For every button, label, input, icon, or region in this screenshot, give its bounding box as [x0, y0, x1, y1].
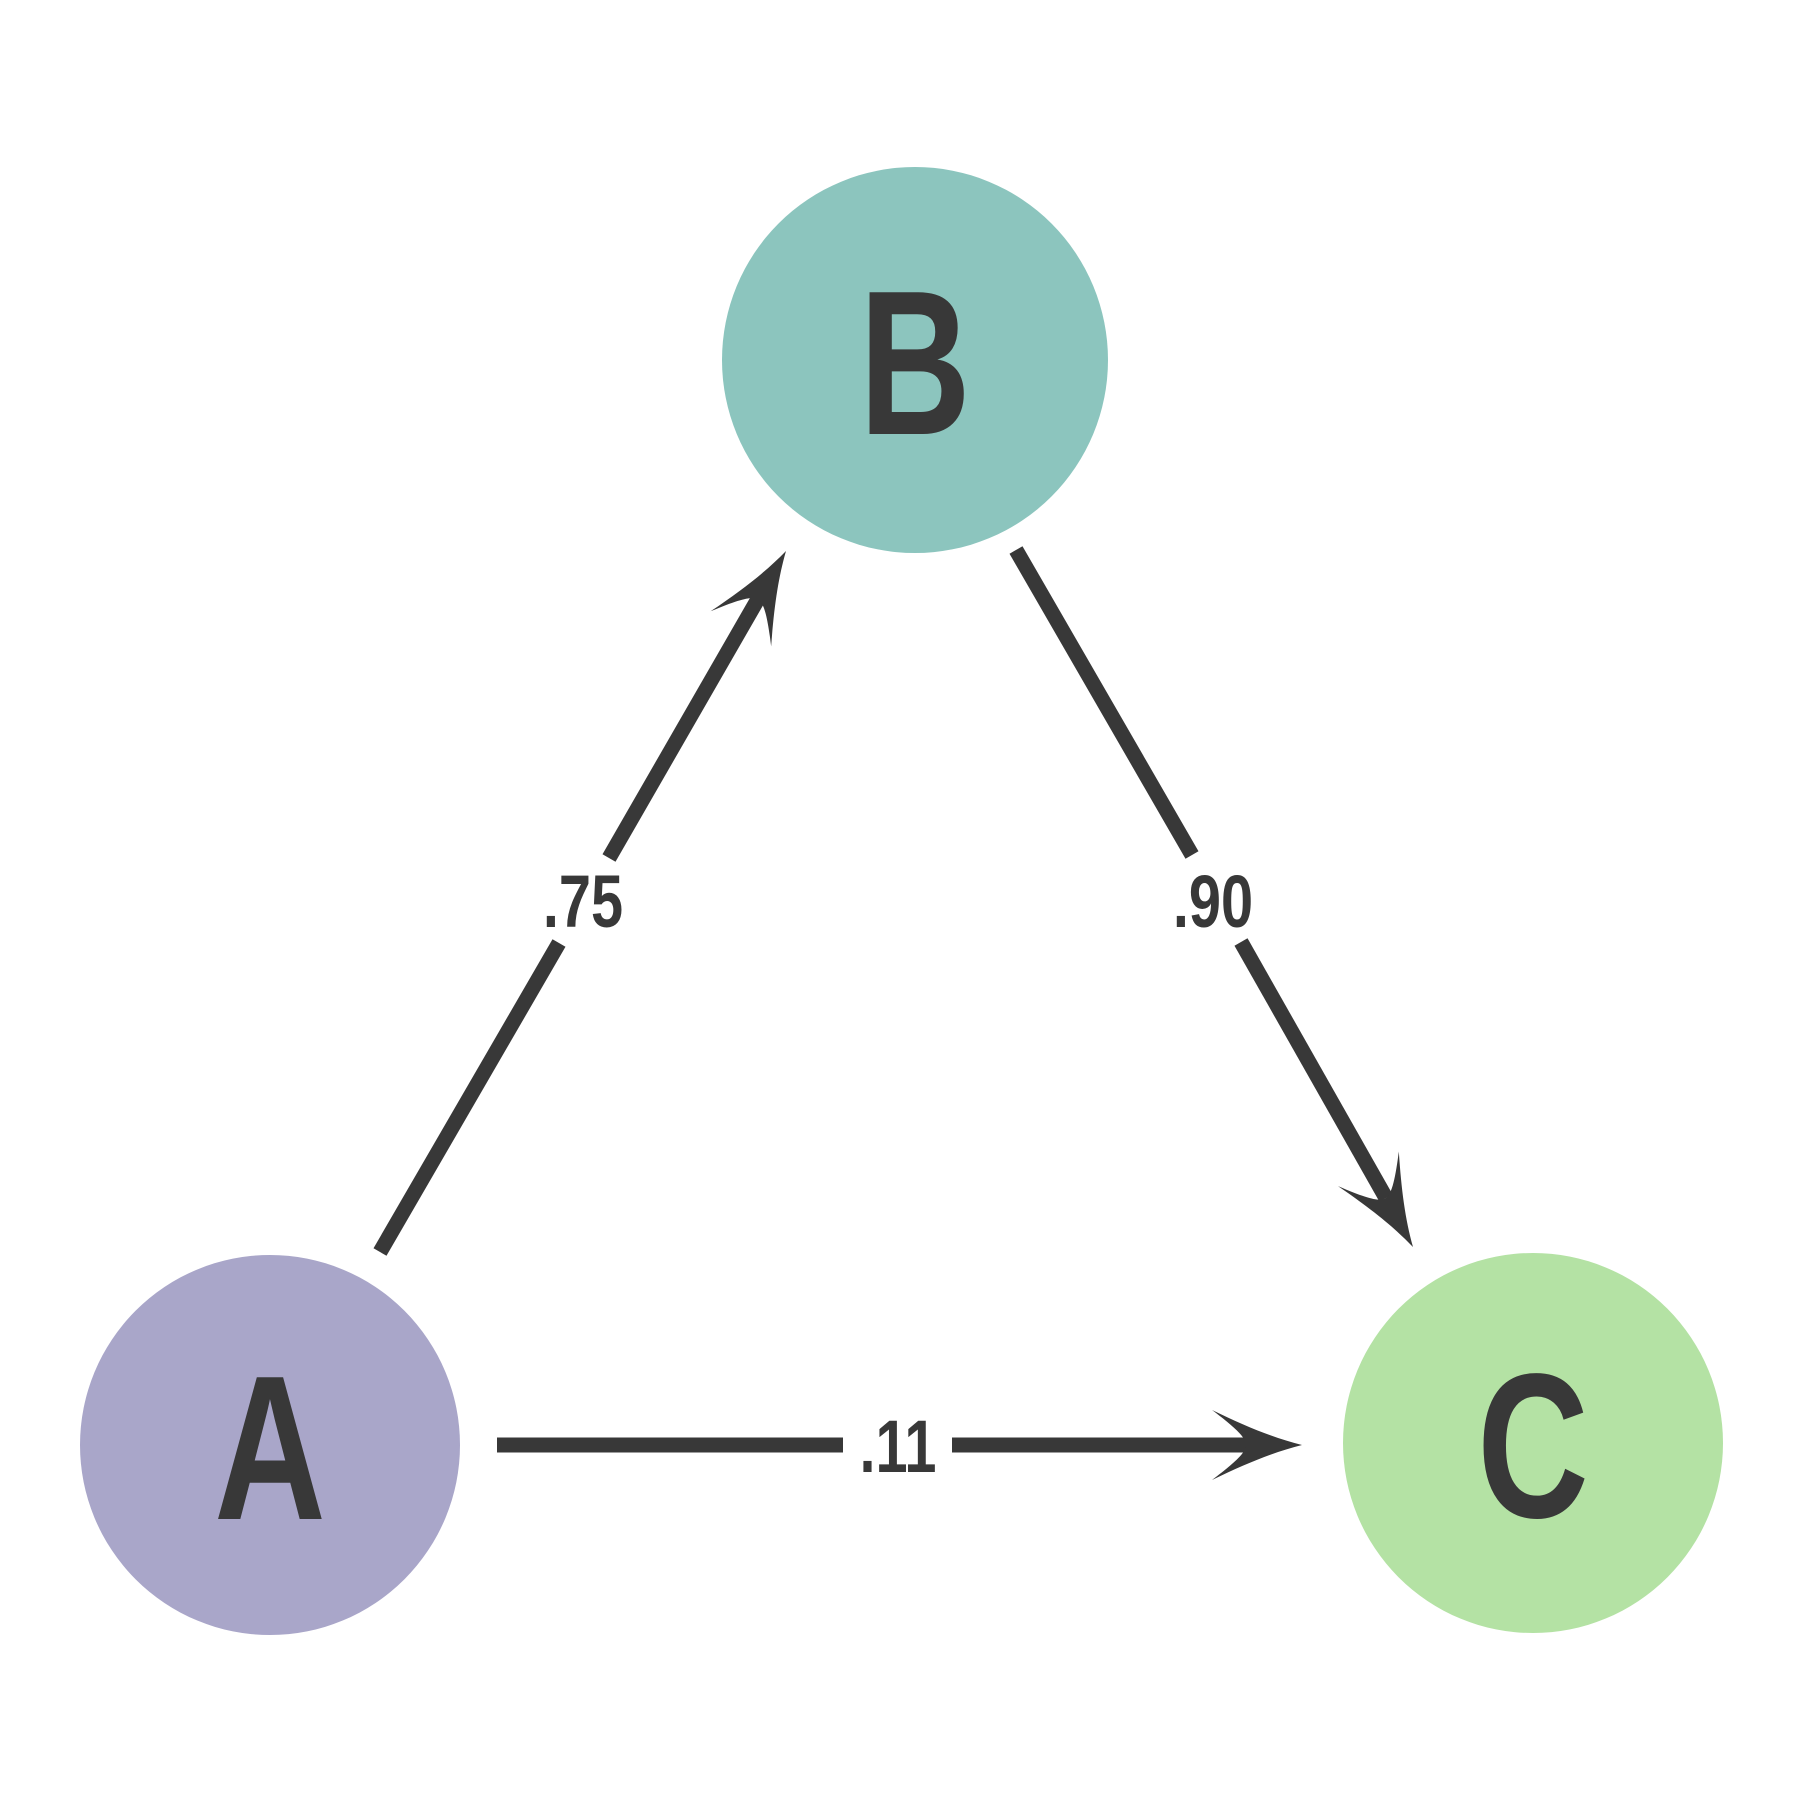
node-c-label: C: [1477, 1330, 1589, 1561]
edge-b-to-c-line-upper: [1009, 546, 1199, 859]
node-b-circle: [722, 167, 1108, 553]
edge-b-to-c-arrowhead-icon: [1338, 1151, 1413, 1247]
edge-a-to-c-weight-label: .11: [859, 1406, 936, 1489]
edge-a-to-b-arrowhead-icon: [710, 551, 786, 647]
node-a-circle: [80, 1255, 460, 1635]
node-c-circle: [1343, 1253, 1723, 1633]
edge-a-to-b-line-upper: [602, 595, 765, 862]
edge-b-to-c: .90: [1009, 546, 1413, 1247]
node-b-label: B: [859, 247, 971, 478]
node-c: C: [1343, 1253, 1723, 1633]
edge-a-to-c: .11: [497, 1406, 1302, 1489]
node-a-label: A: [214, 1332, 326, 1563]
edge-b-to-c-line-lower: [1234, 938, 1393, 1202]
edge-a-to-b-weight-label: .75: [543, 861, 623, 944]
edge-a-to-b-line-lower: [373, 939, 566, 1256]
edge-b-to-c-weight-label: .90: [1173, 861, 1253, 944]
node-a: A: [80, 1255, 460, 1635]
edge-a-to-c-arrowhead-icon: [1212, 1410, 1302, 1480]
node-b: B: [722, 167, 1108, 553]
edge-a-to-b: .75: [373, 551, 786, 1256]
